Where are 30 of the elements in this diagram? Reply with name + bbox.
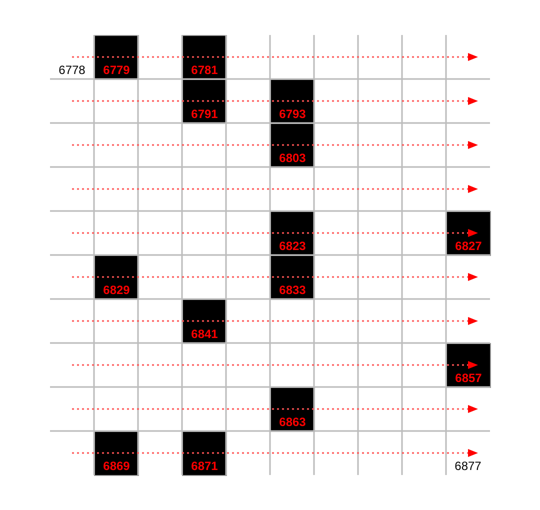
cell-number: 6778 — [58, 64, 86, 76]
cell-number: 6803 — [279, 152, 306, 164]
cell-number: 6833 — [279, 284, 306, 296]
cell-number: 6793 — [279, 108, 306, 120]
filled-cell — [270, 255, 315, 300]
filled-cell — [270, 211, 315, 256]
filled-cell — [182, 35, 227, 80]
filled-cell — [182, 431, 227, 476]
cell-number: 6823 — [279, 240, 306, 252]
filled-cell — [182, 299, 227, 344]
cell-number: 6857 — [455, 372, 482, 384]
filled-cell — [94, 35, 139, 80]
filled-cell — [270, 387, 315, 432]
filled-cell — [94, 255, 139, 300]
filled-cell — [270, 79, 315, 124]
cell-number: 6871 — [191, 460, 218, 472]
filled-cell — [446, 211, 491, 256]
cell-number: 6781 — [191, 64, 218, 76]
cell-number: 6827 — [455, 240, 482, 252]
cell-number: 6779 — [103, 64, 130, 76]
filled-cell — [182, 79, 227, 124]
cell-number: 6791 — [191, 108, 218, 120]
cell-number: 6829 — [103, 284, 130, 296]
filled-cell — [270, 123, 315, 168]
cell-number: 6841 — [191, 328, 218, 340]
filled-cell — [446, 343, 491, 388]
cell-number: 6863 — [279, 416, 306, 428]
cell-number: 6877 — [454, 460, 482, 472]
filled-cell — [94, 431, 139, 476]
cell-number: 6869 — [103, 460, 130, 472]
